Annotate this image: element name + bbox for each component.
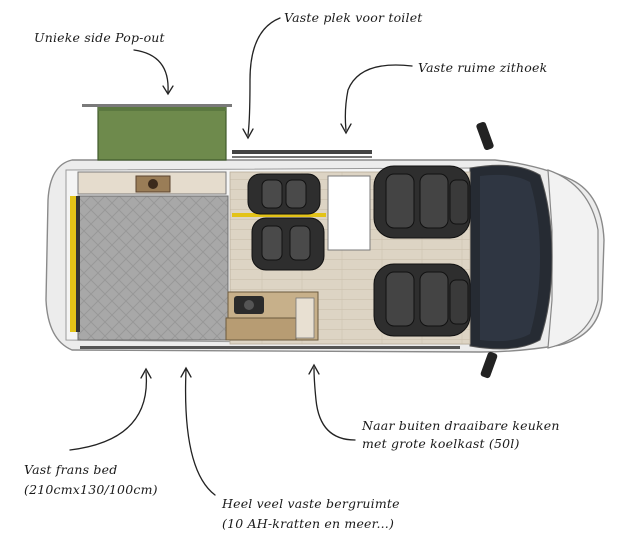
rear-seats bbox=[247, 173, 325, 271]
van-hood bbox=[547, 169, 599, 349]
toilet-annotation: Vaste plek voor toilet bbox=[284, 10, 423, 25]
kitchen-unit bbox=[225, 291, 319, 341]
bed-annotation-line2: (210cmx130/100cm) bbox=[24, 482, 158, 497]
leader-lines bbox=[69, 17, 413, 496]
popout-box bbox=[97, 104, 227, 161]
popout-annotation: Unieke side Pop-out bbox=[34, 30, 165, 45]
mirror-top bbox=[476, 121, 494, 151]
bed bbox=[77, 195, 229, 341]
storage-annotation-line1: Heel veel vaste bergruimte bbox=[222, 496, 400, 511]
mirror-bottom bbox=[480, 351, 498, 379]
front-seat-top bbox=[373, 165, 471, 239]
seating-annotation: Vaste ruime zithoek bbox=[418, 60, 548, 75]
storage-annotation-line2: (10 AH-kratten en meer...) bbox=[222, 516, 395, 531]
bed-annotation-line1: Vast frans bed bbox=[24, 462, 118, 477]
kitchen-annotation-line2: met grote koelkast (50l) bbox=[362, 436, 520, 451]
kitchen-annotation-line1: Naar buiten draaibare keuken bbox=[362, 418, 560, 433]
table bbox=[327, 175, 371, 251]
front-seat-bottom bbox=[373, 263, 471, 337]
